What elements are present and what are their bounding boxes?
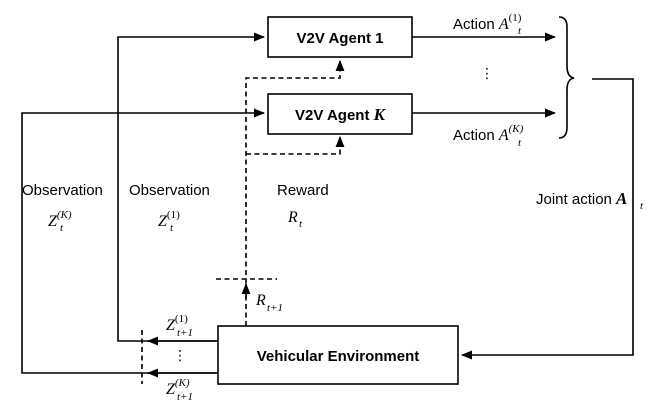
observation-k-symbol: Z(K) — [48, 209, 72, 230]
action-1-label: Action A(1) — [453, 12, 522, 33]
observation-1-symbol: Z(1) — [158, 209, 180, 230]
joint-action-sub: t — [640, 200, 644, 212]
environment-node: Vehicular Environment — [217, 325, 459, 385]
reward-sub: t — [299, 218, 303, 230]
joint-action-arrow — [460, 78, 634, 360]
reward-next-sub: t+1 — [267, 302, 283, 314]
z-next-k-sub: t+1 — [177, 391, 193, 403]
observation-1-sub: t — [170, 222, 174, 234]
reward-label: Reward — [277, 182, 329, 199]
z-next-1-sub: t+1 — [177, 327, 193, 339]
agent-1-label: V2V Agent 1 — [297, 30, 384, 47]
reward-next-symbol: R — [255, 292, 266, 309]
agent-k-label: V2V Agent K — [295, 105, 387, 124]
action-k-sub: t — [518, 137, 522, 149]
reward-symbol: R — [287, 209, 298, 226]
reward-to-agent-1-arrow — [245, 59, 345, 326]
agents-ellipsis: ⋮ — [480, 65, 494, 81]
observation-1-label: Observation — [129, 182, 210, 199]
observation-k-sub: t — [60, 222, 64, 234]
joint-action-label: Joint action A — [536, 189, 627, 208]
z-next-k-symbol: Z(K) — [166, 377, 190, 398]
action-1-sub: t — [518, 25, 522, 37]
agent-1-node: V2V Agent 1 — [267, 16, 413, 58]
action-brace — [558, 16, 575, 139]
agent-k-node: V2V Agent K — [267, 93, 413, 135]
reward-to-agent-k-arrow — [246, 135, 345, 155]
z-next-1-symbol: Z(1) — [166, 313, 188, 334]
action-k-label: Action A(K) — [453, 123, 524, 144]
observation-k-arrow — [21, 108, 266, 374]
observations-ellipsis: ⋮ — [173, 347, 187, 363]
environment-label: Vehicular Environment — [257, 348, 420, 365]
observation-k-label: Observation — [22, 182, 103, 199]
